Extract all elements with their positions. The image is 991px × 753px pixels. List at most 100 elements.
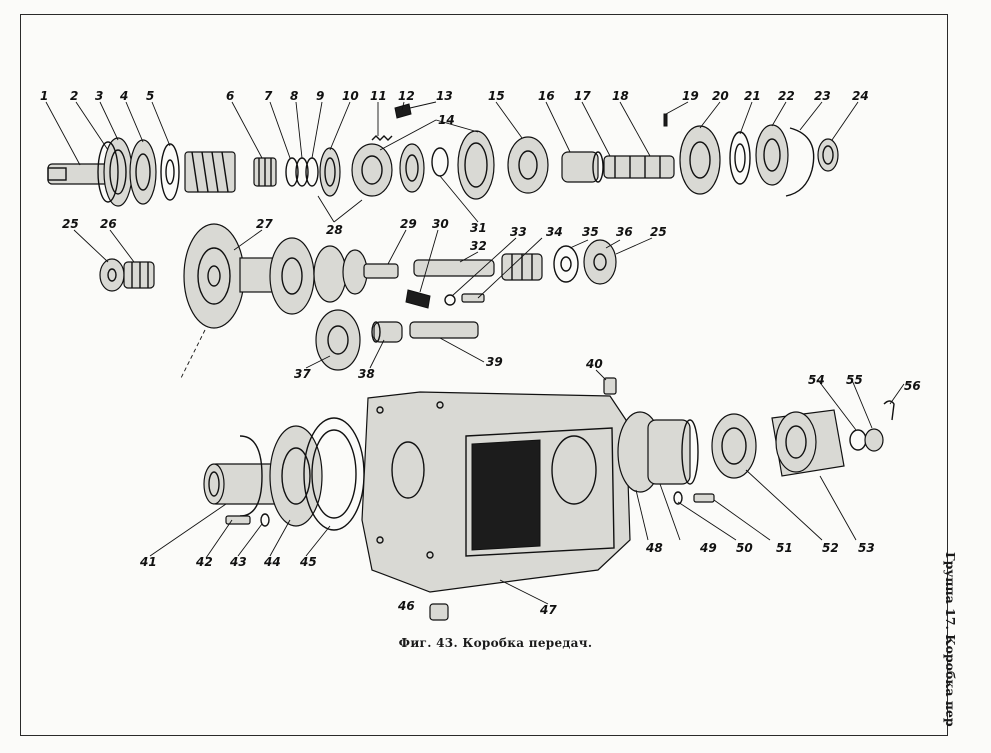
part-gear-15	[507, 136, 549, 194]
countershaft-row	[99, 223, 617, 381]
part-synchro-ring-10	[319, 147, 341, 197]
callout-40: 40	[585, 357, 603, 371]
part-ring-21	[729, 131, 751, 185]
callout-24: 24	[852, 89, 869, 103]
callout-3: 3	[95, 89, 103, 103]
housing-rear-bore	[551, 435, 597, 505]
callout-14: 14	[438, 113, 455, 127]
part-drain-plug-46	[429, 603, 449, 621]
part-retainer-flange	[239, 435, 263, 517]
callout-13: 13	[436, 89, 453, 103]
part-washer-5	[160, 143, 180, 201]
callout-12: 12	[398, 89, 415, 103]
part-castle-nut-55	[864, 428, 884, 452]
part-ring-7	[285, 157, 299, 187]
part-reverse-shaft-39	[409, 321, 479, 339]
part-countershaft-gear-3	[313, 245, 347, 303]
callout-52: 52	[822, 541, 839, 555]
part-ring-3	[97, 141, 119, 203]
callout-46: 46	[397, 599, 415, 613]
part-washer-54	[849, 429, 867, 451]
callout-34: 34	[546, 225, 563, 239]
part-star-washer	[431, 147, 449, 177]
part-lock-plate-30	[405, 289, 431, 309]
figure-caption: Фиг. 43. Коробка передач.	[398, 636, 593, 650]
part-key-12	[394, 103, 412, 119]
callout-4: 4	[119, 89, 128, 103]
side-header: Группа 17. Коробка пер	[943, 552, 958, 727]
callout-50: 50	[736, 541, 753, 555]
housing-bearing-bore	[391, 441, 425, 499]
callout-15: 15	[488, 89, 505, 103]
callout-7: 7	[264, 89, 273, 103]
callout-9: 9	[316, 89, 324, 103]
leader-lines	[45, 101, 905, 605]
callout-39: 39	[486, 355, 503, 369]
part-bearing-22	[755, 124, 789, 186]
callout-31: 31	[470, 221, 487, 235]
part-washer-33	[444, 294, 456, 306]
housing-opening	[465, 427, 615, 557]
callout-8: 8	[290, 89, 298, 103]
callout-28: 28	[326, 223, 343, 237]
callout-16: 16	[538, 89, 555, 103]
housing-row	[203, 377, 895, 621]
callout-54: 54	[808, 373, 825, 387]
callout-18: 18	[612, 89, 629, 103]
part-shaft-29	[363, 263, 399, 279]
part-synchro-sleeve-14	[457, 130, 495, 200]
callout-19: 19	[682, 89, 699, 103]
callout-29: 29	[400, 217, 417, 231]
part-shaft-32	[413, 259, 495, 277]
part-synchro-hub	[351, 143, 393, 197]
part-cover-44	[269, 425, 323, 527]
callout-30: 30	[432, 217, 449, 231]
callout-48: 48	[645, 541, 663, 555]
part-cotter-pin-56	[883, 400, 895, 421]
callout-25-right: 25	[650, 225, 667, 239]
callout-11: 11	[370, 89, 387, 103]
page-border	[20, 14, 948, 736]
part-spring-11	[371, 135, 393, 141]
callout-27: 27	[256, 217, 273, 231]
part-rear-bearing-52	[711, 413, 757, 479]
callout-47: 47	[539, 603, 557, 617]
callout-44: 44	[263, 555, 281, 569]
callout-49: 49	[699, 541, 717, 555]
part-needle-bearing-26	[123, 261, 155, 289]
part-washer-43	[260, 513, 270, 527]
callout-42: 42	[195, 555, 213, 569]
callout-25: 25	[62, 217, 79, 231]
callout-5: 5	[146, 89, 154, 103]
callout-1: 1	[40, 89, 48, 103]
callout-6: 6	[226, 89, 234, 103]
part-gear-4	[129, 139, 157, 205]
callout-36: 36	[616, 225, 633, 239]
part-breather-40	[603, 377, 617, 395]
part-helical-gear	[184, 151, 236, 193]
callout-38: 38	[358, 367, 375, 381]
part-bolt-34	[461, 293, 485, 303]
callout-35: 35	[582, 225, 599, 239]
part-countershaft-gear-27	[183, 223, 245, 329]
main-shaft-row	[47, 103, 839, 207]
callout-21: 21	[744, 89, 761, 103]
part-bushing-38	[373, 321, 403, 343]
part-main-shaft-17	[603, 155, 675, 179]
part-bushing-16	[561, 151, 599, 183]
callout-numbers: 1 2 3 4 5 6 7 8 9 10 11 12 13 14 15 16 1…	[40, 89, 921, 617]
callout-33: 33	[510, 225, 527, 239]
part-rear-housing-49	[647, 419, 691, 485]
part-bolt-42	[225, 515, 251, 525]
callout-32: 32	[470, 239, 487, 253]
callout-53: 53	[858, 541, 875, 555]
callout-41: 41	[139, 555, 157, 569]
callout-26: 26	[100, 217, 117, 231]
callout-22: 22	[778, 89, 795, 103]
part-washer-36	[583, 239, 617, 285]
callout-56: 56	[904, 379, 921, 393]
callout-43: 43	[229, 555, 247, 569]
callout-23: 23	[814, 89, 831, 103]
part-countershaft-gear-2	[269, 237, 315, 315]
